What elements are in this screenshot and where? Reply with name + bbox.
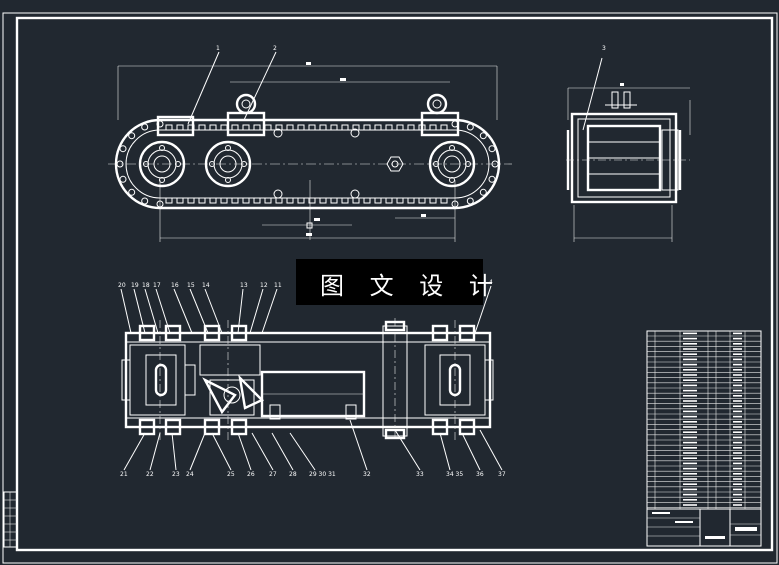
label-3: 3	[602, 45, 606, 52]
label-1: 1	[216, 45, 220, 52]
label-17: 17	[153, 282, 161, 289]
label-37: 37	[498, 471, 506, 478]
watermark-box	[296, 259, 483, 305]
label-2: 2	[273, 45, 277, 52]
inner-frame	[15, 16, 774, 552]
label-15: 15	[187, 282, 195, 289]
label-18: 18	[142, 282, 150, 289]
wheel-left	[138, 140, 186, 188]
label-34-35: 34 35	[446, 471, 463, 478]
label-4: 4	[489, 279, 493, 286]
outer-border	[2, 12, 778, 564]
label-33: 33	[416, 471, 424, 478]
side-view	[566, 57, 691, 242]
label-27: 27	[269, 471, 277, 478]
top-view-track	[108, 51, 512, 242]
label-16: 16	[171, 282, 179, 289]
label-32: 32	[363, 471, 371, 478]
label-29-30-31: 29 30 31	[309, 471, 336, 478]
label-24: 24	[186, 471, 194, 478]
label-11: 11	[274, 282, 282, 289]
section-view	[120, 285, 503, 471]
label-28: 28	[289, 471, 297, 478]
parts-table	[646, 330, 762, 510]
watermark-text: 图 文 设 计	[320, 272, 502, 300]
label-25: 25	[227, 471, 235, 478]
label-19: 19	[131, 282, 139, 289]
label-22: 22	[146, 471, 154, 478]
wheel-middle	[204, 140, 252, 188]
label-26: 26	[247, 471, 255, 478]
wheel-right	[428, 140, 476, 188]
label-36: 36	[476, 471, 484, 478]
label-12: 12	[260, 282, 268, 289]
label-13: 13	[240, 282, 248, 289]
title-block	[646, 508, 762, 547]
binding-strip	[3, 491, 18, 548]
label-14: 14	[202, 282, 210, 289]
label-20: 20	[118, 282, 126, 289]
label-21: 21	[120, 471, 128, 478]
label-23: 23	[172, 471, 180, 478]
